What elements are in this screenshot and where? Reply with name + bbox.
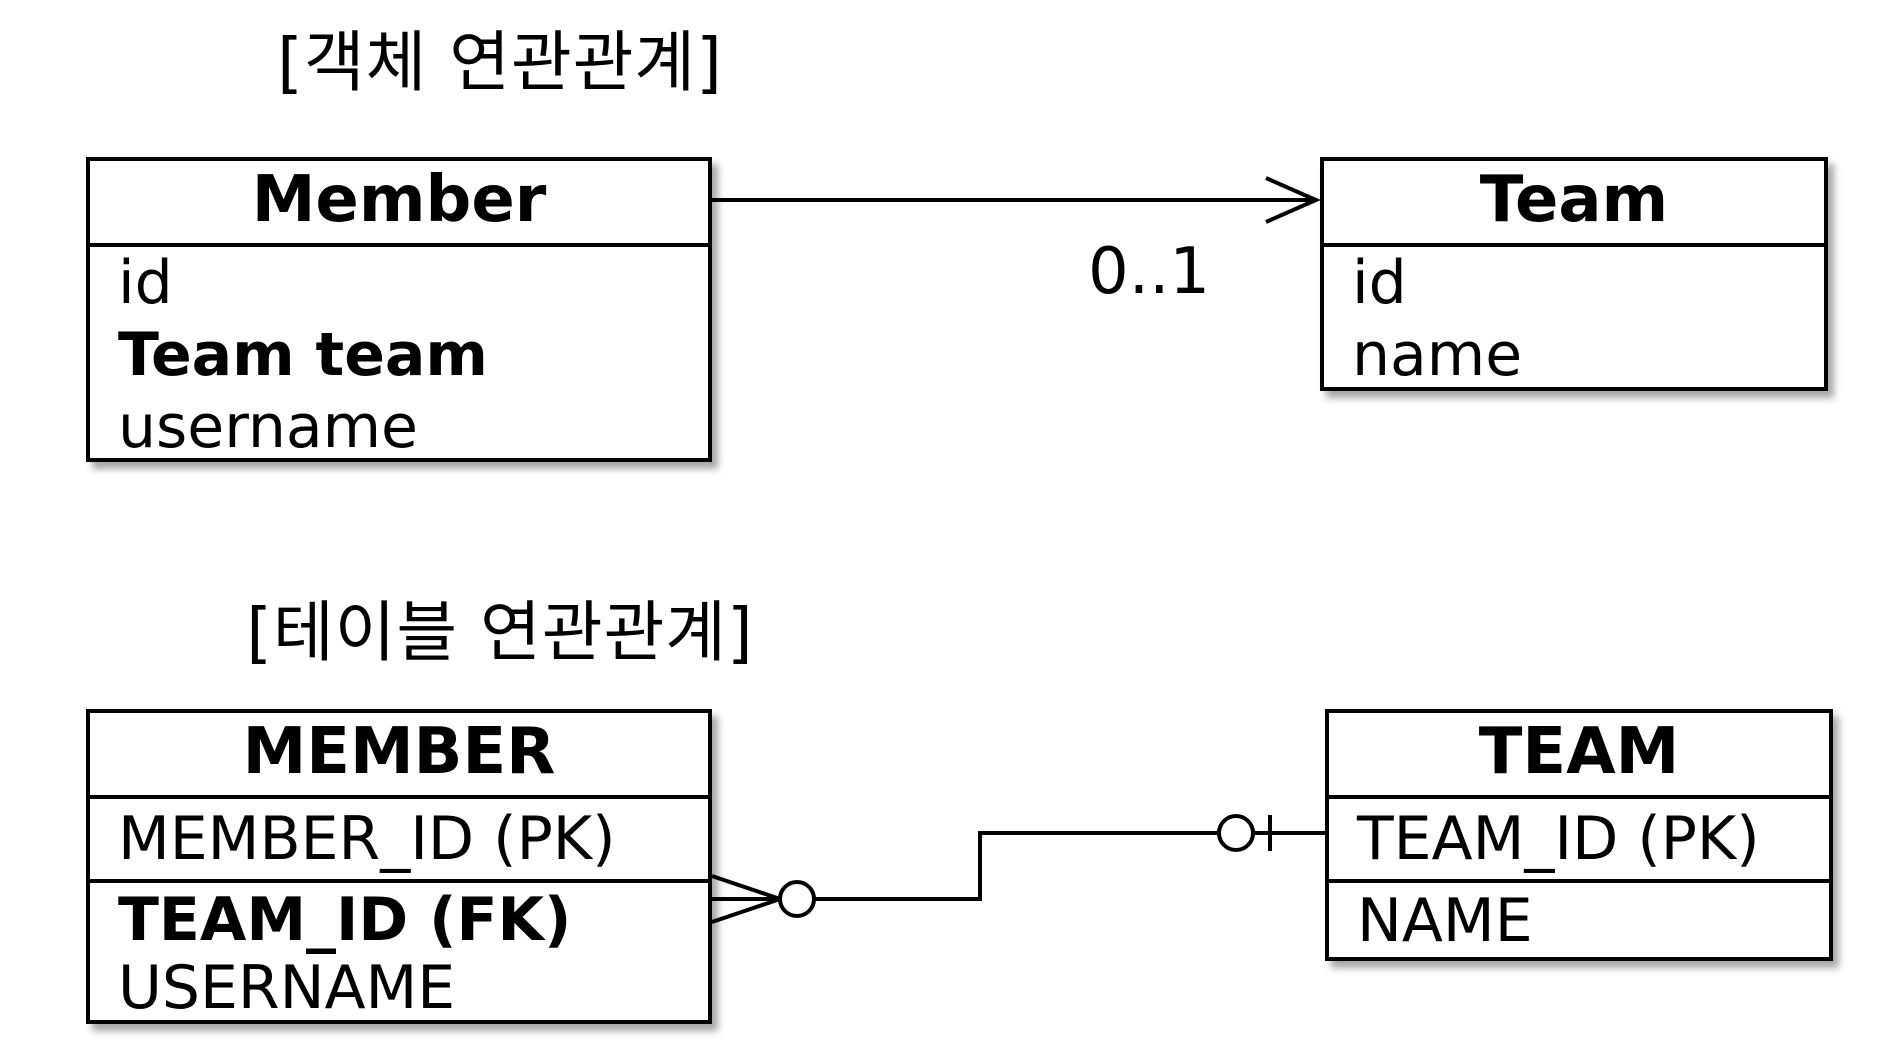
member-pk-column: MEMBER_ID (PK) bbox=[90, 799, 708, 883]
member-field-team: Team team bbox=[118, 320, 488, 390]
object-relation-title: [객체 연관관계] bbox=[277, 24, 723, 101]
team-class-box: Team id name bbox=[1320, 157, 1828, 391]
member-class-box: Member id Team team username bbox=[86, 157, 712, 462]
member-username-column: USERNAME bbox=[118, 953, 456, 1023]
team-field-name: name bbox=[1352, 320, 1523, 390]
team-name-column: NAME bbox=[1357, 886, 1533, 956]
member-table-box: MEMBER MEMBER_ID (PK) TEAM_ID (FK) USERN… bbox=[86, 709, 712, 1024]
member-table-name: MEMBER bbox=[90, 713, 708, 799]
relationship-line bbox=[711, 814, 1325, 924]
team-field-id: id bbox=[1352, 248, 1407, 318]
team-class-name: Team bbox=[1324, 161, 1824, 247]
team-pk-column: TEAM_ID (PK) bbox=[1329, 799, 1829, 883]
member-fk-column: TEAM_ID (FK) bbox=[118, 885, 572, 955]
association-multiplicity: 0..1 bbox=[1088, 235, 1211, 309]
table-relation-title: [테이블 연관관계] bbox=[246, 594, 754, 671]
member-class-name: Member bbox=[90, 161, 708, 247]
team-table-box: TEAM TEAM_ID (PK) NAME bbox=[1325, 709, 1833, 961]
member-field-id: id bbox=[118, 248, 173, 318]
team-table-name: TEAM bbox=[1329, 713, 1829, 799]
association-arrow bbox=[712, 176, 1321, 224]
member-field-username: username bbox=[118, 392, 418, 462]
